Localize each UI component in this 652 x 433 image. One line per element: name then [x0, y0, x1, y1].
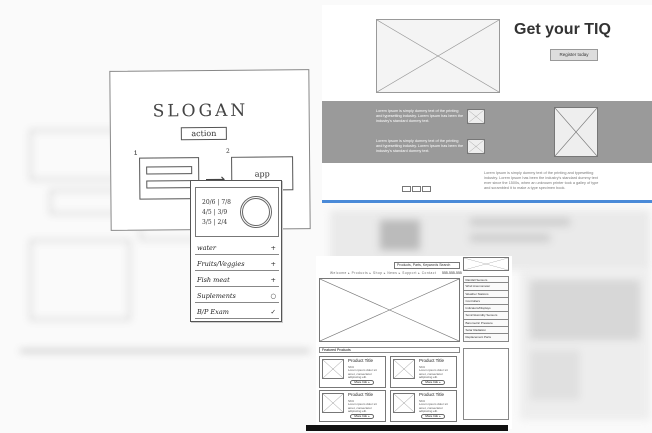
tiq-wireframe: Get your TIQ Register today Lorem Ipsum … [322, 5, 652, 203]
product-title: Product Title [419, 358, 445, 363]
more-info-button[interactable]: More Info » [421, 380, 445, 385]
phone-date: 20/6 [202, 199, 216, 206]
phone-sketch-row: Fruits/Veggies + [195, 257, 279, 271]
social-icons [402, 179, 432, 192]
category-item[interactable]: Barometric Pressure [463, 319, 509, 328]
category-item[interactable]: Rainfall Sensors [463, 276, 509, 284]
footer-bar [306, 425, 508, 431]
footer-text: Lorem Ipsum is simply dummy text of the … [484, 171, 599, 190]
top-nav[interactable]: Welcome ▸ Products ▸ Shop ▸ News ▸ Suppo… [330, 271, 437, 275]
category-menu: Rainfall Sensors Wind Anemometer Weather… [463, 276, 509, 342]
row-label: B/P Exam [197, 308, 229, 316]
social-icon[interactable] [412, 186, 421, 192]
phone-date-value: 2/4 [217, 219, 228, 226]
category-item[interactable]: Solar Radiation [463, 327, 509, 335]
blurred-bottom-mockup [520, 270, 650, 420]
phone-sketch-summary: 20/6 | 7/8 4/5 | 3/9 3/5 | 2/4 [195, 187, 279, 237]
category-item[interactable]: Wind Anemometer [463, 283, 509, 291]
band-image-placeholder [467, 139, 485, 154]
row-mark: + [270, 260, 276, 268]
gray-feature-band: Lorem Ipsum is simply dummy text of the … [322, 101, 652, 163]
product-desc: Lorem ipsum dolor sit amet, consectetur … [348, 368, 377, 379]
more-info-button[interactable]: More Info » [350, 414, 374, 419]
category-item[interactable]: Sonic/Humidity Sensors [463, 312, 509, 320]
product-desc: Lorem ipsum dolor sit amet, consectetur … [419, 402, 448, 413]
sketch-box2-label: app [254, 169, 270, 179]
progress-dial-icon [240, 196, 272, 228]
product-sku: SKU [419, 399, 426, 403]
phone-date-value: 3/9 [217, 209, 228, 216]
product-sku: SKU [348, 365, 355, 369]
row-mark: ○ [270, 292, 276, 300]
store-sidebar: Rainfall Sensors Wind Anemometer Weather… [462, 256, 510, 424]
more-info-button[interactable]: More Info » [421, 414, 445, 419]
sketch-action-button: action [180, 126, 227, 141]
row-label: Suplements [197, 292, 236, 300]
featured-products-label: Featured Products [319, 347, 460, 353]
product-title: Product Title [348, 358, 374, 363]
row-label: Fish meat [197, 276, 230, 284]
row-mark: + [270, 244, 276, 252]
product-thumb-placeholder [393, 359, 415, 379]
sketch-box1-number: 1 [134, 150, 138, 157]
hero-image-placeholder [319, 278, 460, 342]
row-mark: + [270, 276, 276, 284]
product-card: Product Title SKU Lorem ipsum dolor sit … [390, 356, 457, 388]
row-mark: ✓ [270, 308, 276, 316]
logo-placeholder [463, 257, 509, 271]
band-image-placeholder [467, 109, 485, 124]
product-card: Product Title SKU Lorem ipsum dolor sit … [390, 390, 457, 422]
band-text: Lorem Ipsum is simply dummy text of the … [376, 109, 464, 123]
phone-date-value: 7/8 [221, 199, 231, 206]
category-item[interactable]: Replacement Parts [463, 334, 509, 342]
product-sku: SKU [419, 365, 426, 369]
product-card: Product Title SKU Lorem ipsum dolor sit … [319, 390, 386, 422]
hero-image-placeholder [376, 19, 500, 93]
phone-sketch-row: Fish meat + [195, 273, 279, 287]
product-thumb-placeholder [393, 393, 415, 413]
product-title: Product Title [419, 392, 445, 397]
product-card: Product Title SKU Lorem ipsum dolor sit … [319, 356, 386, 388]
row-label: water [197, 244, 217, 252]
product-title: Product Title [348, 392, 374, 397]
category-item[interactable]: Controllers [463, 297, 509, 306]
category-item[interactable]: Weather Stations [463, 290, 509, 298]
product-thumb-placeholder [322, 359, 344, 379]
sidebar-box [463, 348, 509, 420]
phone-sketch-dates: 20/6 | 7/8 4/5 | 3/9 3/5 | 2/4 [202, 199, 231, 226]
phone-date: 4/5 [202, 209, 212, 216]
phone-sketch: 20/6 | 7/8 4/5 | 3/9 3/5 | 2/4 water + Fr… [190, 180, 282, 322]
more-info-button[interactable]: More Info » [350, 380, 374, 385]
tiq-title: Get your TIQ [514, 21, 611, 38]
search-input[interactable]: Products, Parts, Keywords Search [394, 262, 460, 269]
phone-sketch-row: water + [195, 241, 279, 255]
band-text: Lorem Ipsum is simply dummy text of the … [376, 139, 464, 153]
product-desc: Lorem ipsum dolor sit amet, consectetur … [419, 368, 448, 379]
phone-number: 555-555-5555 [442, 271, 464, 275]
social-icon[interactable] [422, 186, 431, 192]
sketch-box2-number: 2 [225, 147, 230, 155]
social-icon[interactable] [402, 186, 411, 192]
register-button[interactable]: Register today [550, 49, 598, 61]
product-sku: SKU [348, 399, 355, 403]
product-desc: Lorem ipsum dolor sit amet, consectetur … [348, 402, 377, 413]
band-large-image-placeholder [554, 107, 598, 157]
phone-sketch-row: B/P Exam ✓ [195, 305, 279, 319]
sketch-slogan: SLOGAN [152, 100, 249, 122]
product-thumb-placeholder [322, 393, 344, 413]
phone-date: 3/5 [202, 219, 212, 226]
category-item[interactable]: Indicators/Displays [463, 305, 509, 313]
row-label: Fruits/Veggies [197, 260, 245, 268]
phone-sketch-row: Suplements ○ [195, 289, 279, 303]
